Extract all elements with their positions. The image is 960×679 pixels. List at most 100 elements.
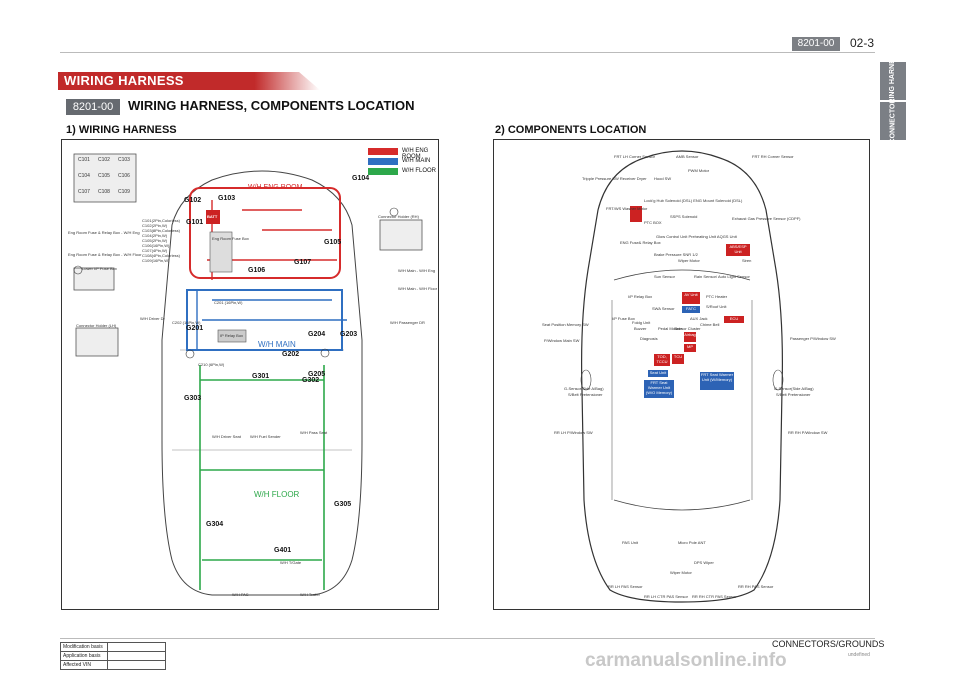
legend-swatch-floor (368, 168, 398, 175)
tcu-box: TCU (672, 354, 684, 364)
table-row: Modification basis (60, 642, 166, 652)
ground-label: G303 (184, 395, 202, 402)
wh-pas-label: W/H PAS (232, 592, 249, 597)
footer-divider (60, 638, 875, 639)
chapter-banner (58, 72, 320, 90)
g-sensor-right-label: G-Sensor(Side A/Bag) (774, 386, 814, 391)
connector-label: C104 (78, 173, 90, 179)
swa-sensor-label: SWA Sensor (652, 306, 675, 311)
wh-passenger-label: W/H Passenger DR (390, 320, 425, 325)
ground-label: G302 (302, 377, 320, 384)
connector-label: C101 (78, 157, 90, 163)
ground-label: G203 (340, 331, 358, 338)
wh-main-floor-label: W/H Main - W/H Floor (398, 286, 438, 291)
frt-ws-label: FRT/WS Washer Motor (606, 206, 648, 211)
frt-seat-warmer-memory-box: FRT Seat Warmer Unit (W/Memory) (700, 372, 734, 390)
connector-spec: C102(2Pin,W) (142, 223, 168, 228)
ground-label: G105 (324, 239, 342, 246)
exhaust-label: Exhaust Gas Pressure Sensor (CDPF) (732, 216, 801, 221)
ptc-heater-label: PTC Heater (706, 294, 728, 299)
ground-label: G202 (282, 351, 300, 358)
watermark: carmanualsonline.info (585, 650, 787, 671)
wiring-harness-panel: W/H ENG ROOM W/H MAIN W/H FLOOR W/H ENG … (61, 139, 439, 610)
wiring-harness-diagram (73, 153, 423, 596)
legend-swatch-eng-room (368, 148, 398, 155)
wh-fuel-sender-label: W/H Fuel Sender (250, 434, 281, 439)
side-tab-wiring-harness[interactable]: WIRING HARNESS (880, 50, 906, 112)
rear-wiper-label: Wiper Motor (670, 570, 692, 575)
ground-label: G304 (206, 521, 224, 528)
rr-rh-ctr-label: RR RH CTR PAS Sensor (692, 594, 737, 599)
rr-lh-pas-label: RR LH PAS Sensor (608, 584, 643, 589)
connector-label: C107 (78, 189, 90, 195)
header-divider (60, 52, 875, 53)
seat-unit-box: Seat Unit (648, 370, 668, 377)
pas-unit-label: PAS Unit (622, 540, 638, 545)
micro-pole-label: Micro Pole ANT (678, 540, 706, 545)
eng-fuse-wh-label: Eng Room Fuse & Relay Box - W/H Eng (68, 230, 140, 235)
right-subtitle: 2) COMPONENTS LOCATION (495, 124, 647, 136)
s-belt-left-label: S/Belt Pretensioner (568, 392, 603, 397)
connector-spec: C106(16Pin,W) (142, 243, 170, 248)
legend-label-main: W/H MAIN (402, 158, 431, 164)
connector-spec: C108(4Pin,Colorless) (142, 253, 181, 258)
mp-box: MP (684, 344, 696, 352)
g-sensor-left-label: G-Sensor(Side A/Bag) (564, 386, 604, 391)
eng-room-fuse-label: Eng Room Fuse Box (212, 236, 249, 241)
brake-label: Brake Pressure SNR 1/2 (654, 252, 698, 257)
battery-block (630, 206, 642, 222)
amb-sensor-label: AMB Sensor (676, 154, 699, 159)
rr-lh-ctr-label: RR LH CTR PAS Sensor (644, 594, 688, 599)
eng-fuse-wf-label: Eng Room Fuse & Relay Box - W/H Floor (68, 252, 142, 257)
side-tab-connector[interactable]: CONNECTOR (880, 99, 906, 143)
legend-swatch-main (368, 158, 398, 165)
sun-sensor-label: Sun Sensor (654, 274, 675, 279)
sensor-cluster-label: Sensor Cluster (674, 326, 701, 331)
dps-wiper-label: DPS Wiper (694, 560, 714, 565)
glow-label: Glow Control Unit Preheating Unit AQGS U… (656, 234, 737, 239)
buzzer-label: Buzzer (634, 326, 647, 331)
frt-seat-warmer-box: FRT Seat Warmer Unit (W/O Memory) (644, 380, 674, 398)
wh-tgate-label: W/H T/Gate (280, 560, 302, 565)
ground-label: G106 (248, 267, 266, 274)
ptc-box-label: PTC BOX (644, 220, 662, 225)
chapter-title: WIRING HARNESS (64, 73, 184, 88)
connector-spec: C105(2Pin,W) (142, 238, 168, 243)
tod-tccu-box: TOD, TCCU (654, 354, 670, 366)
table-cell-value (107, 642, 166, 652)
components-car-diagram (580, 150, 784, 603)
section-title: WIRING HARNESS, COMPONENTS LOCATION (128, 98, 415, 113)
abs-esp-box: ABS/ESP Unit (726, 244, 750, 256)
ground-label: G205 (308, 371, 326, 378)
wh-trailer-label: W/H Trailer (300, 592, 320, 597)
connector-label: C105 (98, 173, 110, 179)
components-location-panel: ABS/ESP Unit AV Unit FATC ECU Airbag MP … (493, 139, 870, 610)
lock-hub-label: Lock'g Hub Solenoid (DSL) ENG Mount Sole… (644, 198, 743, 203)
c201-label: C201 (16Pin,W) (214, 300, 243, 305)
connector-label: C108 (98, 189, 110, 195)
table-cell-label: Affected VIN (60, 660, 108, 670)
folding-unit-label: Foldg Unit (632, 320, 651, 325)
rain-sensor-label: Rain Sensor/ Auto Light Sensor (694, 274, 750, 279)
zone-label-floor: W/H FLOOR (254, 490, 300, 499)
wh-main-eng-label: W/H Main - W/H Eng (398, 268, 436, 273)
lower-ip-fuse-label: Lower I/P Fuse Box (82, 266, 117, 271)
connector-spec: C109(16Pin,W) (142, 258, 170, 263)
footer-title: CONNECTORS/GROUNDS (772, 639, 885, 649)
eng-fuse-label: ENG Fuse& Relay Box (620, 240, 661, 245)
zone-label-eng-room: W/H ENG ROOM (248, 184, 303, 191)
chime-label: Chime Bell (700, 322, 720, 327)
table-cell-label: Application basis (60, 651, 108, 661)
ground-label: G101 (186, 219, 204, 226)
diagnosis-label: Diagnosis (640, 336, 658, 341)
tpms-label: Tripple Pressure SW Receiver Dryer (582, 176, 647, 181)
ground-label: G107 (294, 259, 312, 266)
battery-label: BATT (207, 214, 218, 219)
ssps-label: SSPS Solenoid (670, 214, 698, 219)
c210-label: C210 (6Pin,W) (198, 362, 225, 367)
zone-label-main: W/H MAIN (258, 340, 296, 349)
pwin-main-label: P/Window Main SW (544, 338, 580, 343)
connector-label: C106 (118, 173, 130, 179)
table-row: Application basis (60, 651, 166, 661)
frt-lh-corner-label: FRT LH Corner Sensor (614, 154, 655, 159)
